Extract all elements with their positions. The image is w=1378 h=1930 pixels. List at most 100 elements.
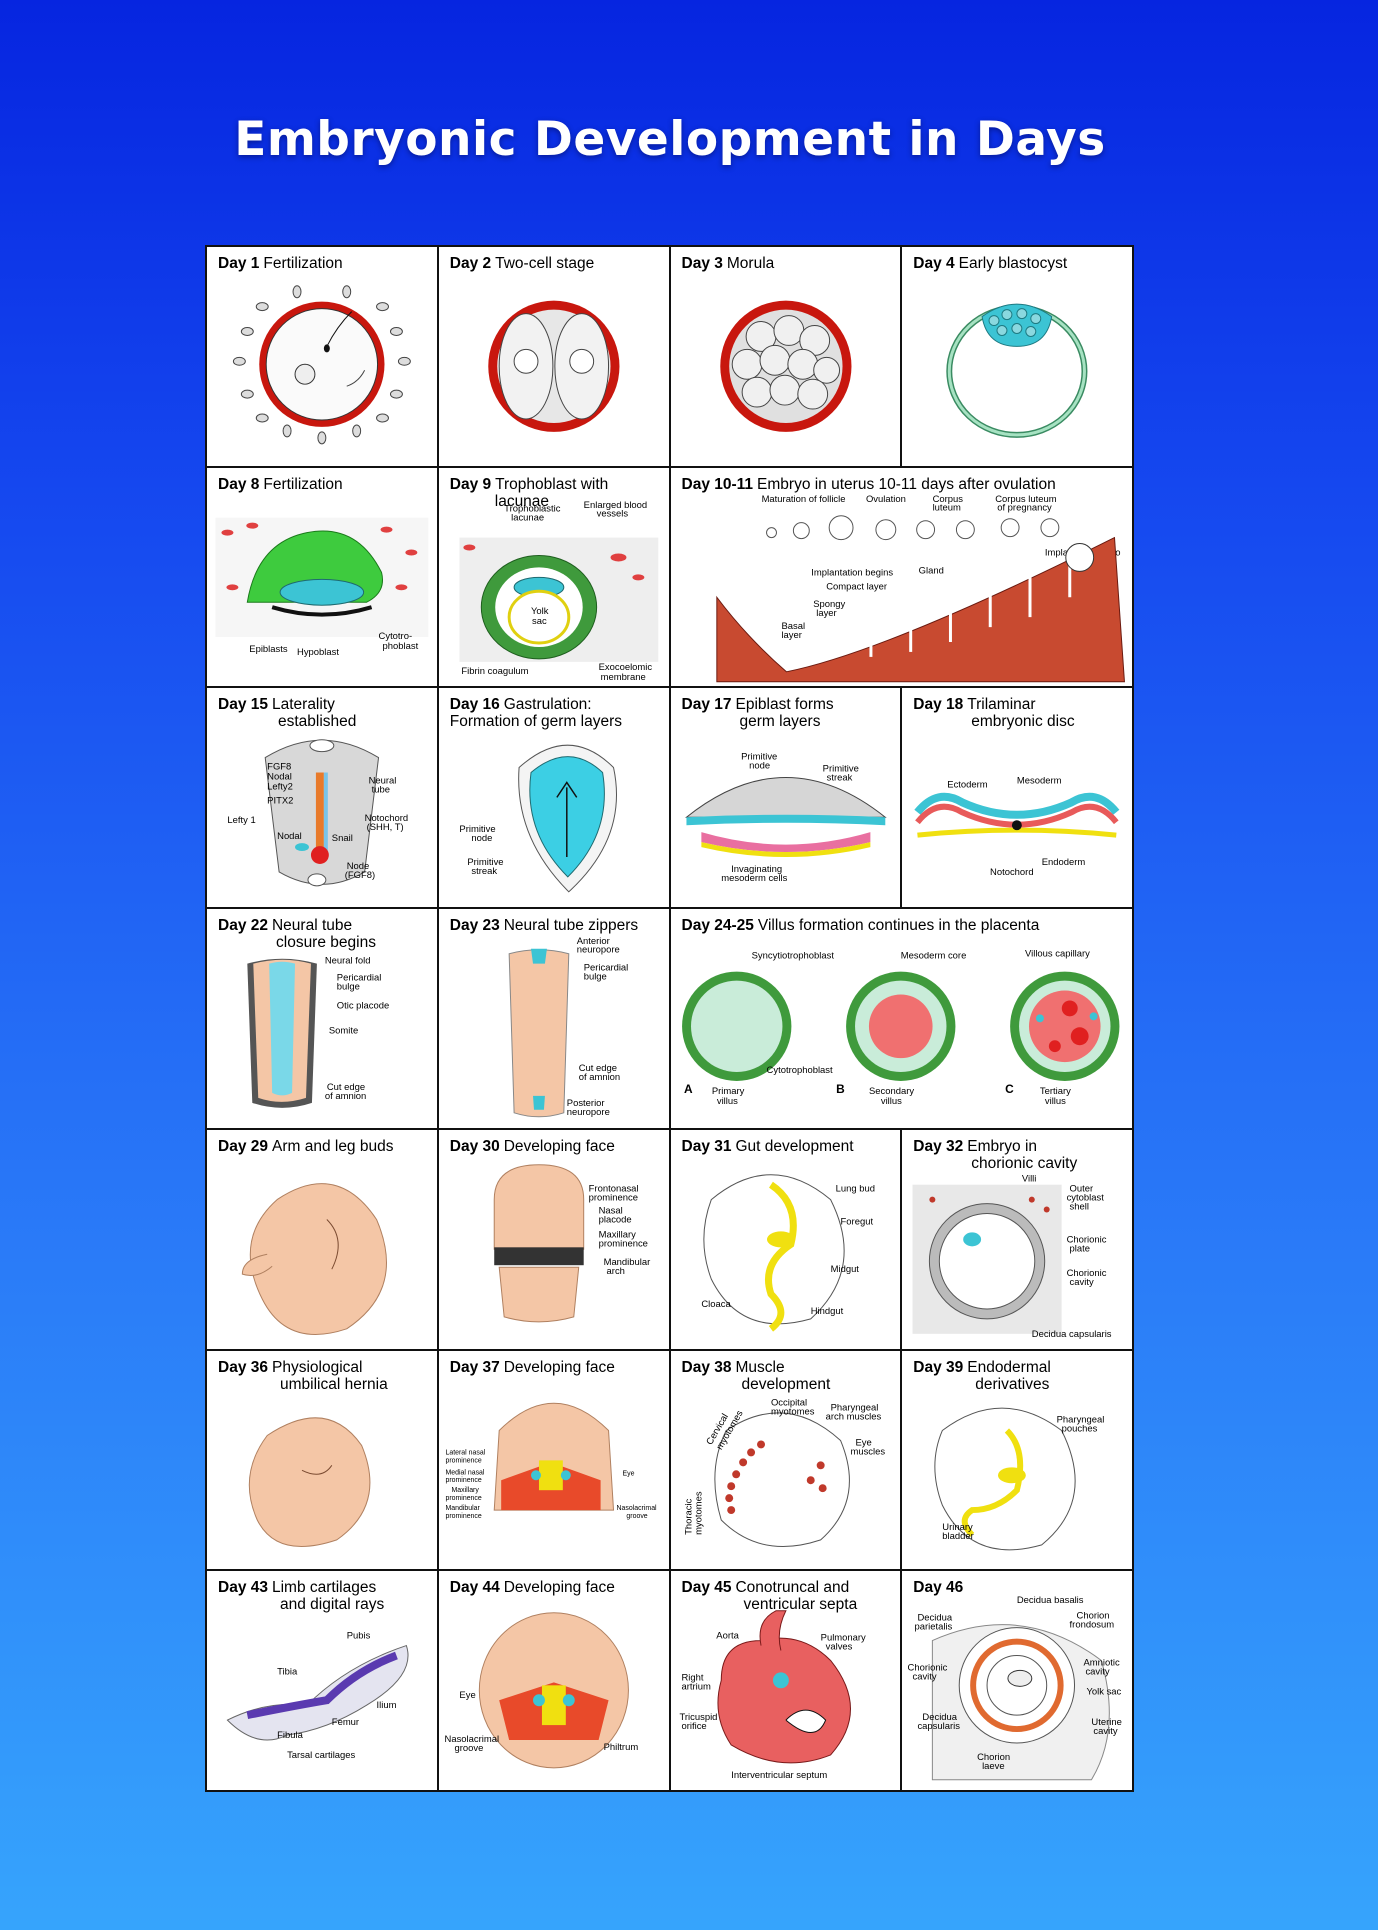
caption-line-2: derivatives: [975, 1375, 1050, 1393]
label-cut-edge: Cut edge: [578, 1063, 616, 1074]
label-invaginating: Invaginating: [731, 864, 782, 875]
label-mandibular-prominence: prominence: [445, 1513, 481, 1520]
label-thoracic: Thoracic: [683, 1498, 694, 1534]
label-eye: Eye: [459, 1691, 475, 1702]
label-decidua-basalis: Decidua basalis: [1017, 1595, 1084, 1606]
label-streak: streak: [471, 866, 497, 877]
caption-text: Conotruncal and: [735, 1579, 850, 1597]
label-b: B: [836, 1082, 845, 1096]
caption-text: Laterality: [271, 696, 335, 714]
day-label: Day 8: [218, 475, 260, 493]
day-label: Day 32: [913, 1137, 964, 1155]
label-pharyngeal: Pharyngeal: [1057, 1414, 1105, 1425]
label-maxillary: Maxillary: [451, 1487, 479, 1494]
page-title: Embryonic Development in Days: [234, 112, 1106, 167]
label-nasal: Nasal: [598, 1205, 622, 1216]
label-philtrum: Philtrum: [603, 1742, 638, 1753]
trophoblast-diagram: Trophoblastic lacunae Enlarged blood ves…: [459, 499, 659, 682]
label-mesoderm-cells: mesoderm cells: [721, 873, 787, 884]
label-frondosum: frondosum: [1070, 1620, 1115, 1631]
label-sac: sac: [532, 616, 547, 627]
caption-text: Developing face: [503, 1579, 615, 1597]
caption-text: Fertilization: [263, 255, 343, 272]
label-groove: groove: [626, 1513, 647, 1520]
label-basal: Basal: [781, 621, 805, 632]
label-eye: Eye: [622, 1470, 634, 1477]
label-maturation: Maturation of follicle: [761, 494, 845, 505]
label-pulmonary: Pulmonary: [820, 1633, 865, 1644]
label-cavity: cavity: [1070, 1277, 1094, 1288]
label-ovulation: Ovulation: [865, 494, 905, 505]
label-tibia: Tibia: [277, 1667, 298, 1678]
neural-zipper-diagram: Anterior neuropore Pericardial bulge Cut…: [508, 936, 628, 1118]
label-mesoderm: Mesoderm: [1017, 776, 1062, 787]
face-day-44-diagram: Eye Nasolacrimal groove Philtrum: [444, 1612, 638, 1769]
caption-text: Embryo in: [967, 1137, 1038, 1155]
uterus-diagram: Maturation of follicle Ovulation Corpus …: [715, 494, 1125, 682]
limb-buds-embryo: [241, 1183, 387, 1335]
label-snail: Snail: [332, 834, 353, 845]
label-vessels: vessels: [596, 508, 628, 519]
caption-line-2: chorionic cavity: [971, 1154, 1078, 1172]
label-urinary: Urinary: [943, 1522, 974, 1533]
label-mesoderm-core: Mesoderm core: [900, 951, 966, 962]
label-tertiary: Tertiary: [1039, 1086, 1070, 1097]
label-decidua-capsularis: Decidua capsularis: [1032, 1329, 1112, 1340]
label-pericardial: Pericardial: [583, 963, 628, 974]
label-pericardial: Pericardial: [337, 973, 382, 984]
label-c: C: [1005, 1082, 1014, 1096]
label-streak: streak: [826, 773, 852, 784]
caption-text: Endodermal: [967, 1358, 1051, 1376]
label-myotomes: myotomes: [770, 1406, 814, 1417]
label-thoracic-myotomes: myotomes: [693, 1491, 704, 1535]
label-basal-layer: layer: [781, 630, 801, 641]
neural-tube-diagram: Neural fold Pericardial bulge Otic placo…: [247, 956, 389, 1108]
label-hindgut: Hindgut: [810, 1306, 843, 1317]
caption-line-2: ventricular septa: [743, 1596, 858, 1614]
label-luteum: luteum: [932, 502, 960, 513]
label-occipital: Occipital: [770, 1397, 806, 1408]
caption-text: Neural tube zippers: [503, 917, 639, 935]
caption-text: Trophoblast with: [495, 475, 609, 493]
endodermal-diagram: Pharyngeal pouches Urinary bladder: [934, 1407, 1105, 1550]
day-label: Day 45: [681, 1579, 732, 1597]
label-of-pregnancy: of pregnancy: [997, 502, 1052, 513]
label-neuropore: neuropore: [576, 945, 619, 956]
muscle-diagram: Occipital myotomes Pharyngeal arch muscl…: [683, 1397, 885, 1547]
label-amniotic: Amniotic: [1084, 1658, 1120, 1669]
label-laeve: laeve: [982, 1761, 1005, 1772]
label-spongy-layer: layer: [816, 608, 836, 619]
label-yolk: Yolk: [531, 606, 549, 617]
label-capsularis: capsularis: [918, 1721, 961, 1732]
label-arch-muscles: arch muscles: [825, 1411, 881, 1422]
face-day-30-diagram: Frontonasal prominence Nasal placode Max…: [493, 1164, 650, 1323]
label-fgf8: FGF8: [267, 762, 291, 773]
label-lacunae: lacunae: [511, 512, 544, 523]
day-label: Day 38: [681, 1358, 732, 1376]
label-ectoderm: Ectoderm: [948, 780, 989, 791]
label-corpus: Corpus: [932, 494, 963, 505]
label-bladder: bladder: [943, 1530, 974, 1541]
day-label: Day 18: [913, 696, 964, 714]
day-label: Day 2: [449, 255, 492, 272]
caption-text: Arm and leg buds: [271, 1137, 394, 1155]
label-chorionic: Chorionic: [1067, 1234, 1107, 1245]
label-lateral-prominence: prominence: [445, 1457, 481, 1464]
label-compact-layer: Compact layer: [826, 581, 887, 592]
caption-text: Villus formation continues in the placen…: [757, 917, 1040, 935]
